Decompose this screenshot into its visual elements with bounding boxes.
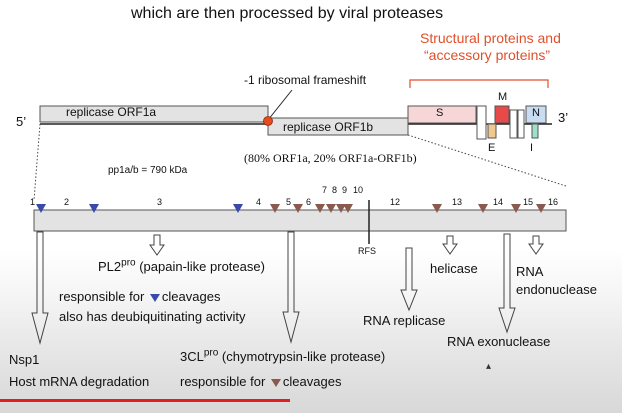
cl-cleavage-marker bbox=[336, 204, 346, 213]
pl2-resp-text: responsible for bbox=[59, 289, 145, 304]
rfs-label: RFS bbox=[358, 246, 376, 256]
mouse-cursor-icon: ▴ bbox=[486, 361, 492, 372]
nsp-number: 3 bbox=[157, 197, 163, 207]
gene-s-label: S bbox=[436, 107, 444, 119]
accessory-box-3 bbox=[517, 109, 525, 139]
nsp-number: 15 bbox=[523, 197, 534, 207]
endonuclease-label-1: RNA bbox=[516, 264, 544, 279]
zoom-line-right bbox=[407, 134, 567, 187]
helicase-label: helicase bbox=[430, 261, 478, 276]
nsp-number: 1 bbox=[30, 197, 36, 207]
pl2-resp-text-2: cleavages bbox=[161, 289, 221, 304]
five-prime-label: 5’ bbox=[16, 114, 27, 129]
nsp-number: 8 bbox=[332, 185, 338, 195]
pl2-name: PL2 bbox=[98, 259, 122, 274]
nsp-number: 9 bbox=[342, 185, 348, 195]
gene-n-box bbox=[525, 105, 547, 124]
frameshift-pointer bbox=[267, 89, 293, 121]
frameshift-dot bbox=[263, 116, 273, 126]
nsp-number: 16 bbox=[548, 197, 559, 207]
endonuclease-label-2: endonuclease bbox=[516, 282, 597, 297]
pl2-label: PL2pro (papain-like protease) bbox=[98, 257, 265, 274]
structural-label-1: Structural proteins and bbox=[420, 30, 561, 46]
endonuclease-arrow bbox=[528, 235, 544, 255]
cl3-responsible: responsible for cleavages bbox=[180, 374, 341, 389]
gene-i-box bbox=[531, 123, 539, 139]
nsp-number: 5 bbox=[286, 197, 292, 207]
cl3-sup: pro bbox=[203, 347, 219, 359]
pl2-desc: (papain-like protease) bbox=[135, 259, 265, 274]
gene-i-label: I bbox=[530, 142, 534, 154]
three-prime-label: 3’ bbox=[558, 110, 569, 125]
exonuclease-arrow bbox=[498, 233, 516, 334]
nsp-number: 14 bbox=[493, 197, 504, 207]
frameshift-label: -1 ribosomal frameshift bbox=[244, 73, 367, 87]
gene-n-label: N bbox=[532, 107, 540, 119]
cl-cleavage-marker bbox=[326, 204, 336, 213]
orf1a-label: replicase ORF1a bbox=[66, 105, 157, 119]
cl-cleavage-marker bbox=[511, 204, 521, 213]
cl3-arrow bbox=[282, 231, 300, 344]
structural-label-2: “accessory proteins” bbox=[424, 47, 551, 63]
pl2-responsible: responsible for cleavages bbox=[59, 289, 220, 304]
helicase-arrow bbox=[442, 235, 458, 255]
cl-cleavage-marker bbox=[432, 204, 442, 213]
pl2-arrow bbox=[149, 234, 165, 256]
pl-cleavage-marker bbox=[89, 204, 99, 213]
gene-s-box bbox=[407, 105, 477, 124]
pl-marker-icon bbox=[149, 293, 160, 302]
nsp1-label: Nsp1 bbox=[9, 352, 40, 367]
gene-m-box bbox=[494, 105, 510, 124]
orf1a-box bbox=[39, 105, 269, 123]
cl3-name: 3CL bbox=[180, 349, 204, 364]
gene-m-label: M bbox=[498, 91, 508, 103]
nsp-number: 10 bbox=[353, 185, 364, 195]
nsp-number: 12 bbox=[390, 197, 401, 207]
progress-bar bbox=[0, 399, 290, 402]
cl-cleavage-marker bbox=[293, 204, 303, 213]
replicase-arrow bbox=[400, 247, 418, 312]
cl3-desc: (chymotrypsin-like protease) bbox=[218, 349, 386, 364]
accessory-box-1 bbox=[476, 105, 487, 140]
pp-size-label: pp1a/b = 790 kDa bbox=[108, 165, 188, 176]
nsp-number: 6 bbox=[306, 197, 312, 207]
cl-marker-icon bbox=[270, 378, 281, 387]
pl-cleavage-marker bbox=[36, 204, 46, 213]
gene-e-label: E bbox=[488, 142, 496, 154]
zoom-line-left bbox=[33, 123, 41, 201]
nsp1-arrow bbox=[31, 231, 49, 345]
slide-title: which are then processed by viral protea… bbox=[131, 5, 444, 22]
rna-exonuclease-label: RNA exonuclease bbox=[447, 334, 551, 349]
cl3-resp-text: responsible for bbox=[180, 374, 266, 389]
cl3-resp-text-2: cleavages bbox=[282, 374, 342, 389]
structural-bracket bbox=[409, 79, 549, 88]
pl2-sup: pro bbox=[121, 257, 136, 269]
cl-cleavage-marker bbox=[478, 204, 488, 213]
cl-cleavage-marker bbox=[536, 204, 546, 213]
cl-cleavage-marker bbox=[343, 204, 353, 213]
nsp-number: 7 bbox=[322, 185, 328, 195]
host-mrna-label: Host mRNA degradation bbox=[9, 374, 150, 389]
rna-replicase-label: RNA replicase bbox=[363, 313, 446, 328]
accessory-box-2 bbox=[509, 109, 518, 139]
cl3-label: 3CLpro (chymotrypsin-like protease) bbox=[180, 347, 386, 364]
orf1b-label: replicase ORF1b bbox=[283, 120, 374, 134]
cl-cleavage-marker bbox=[315, 204, 325, 213]
nsp-number: 2 bbox=[64, 197, 70, 207]
pl-cleavage-marker bbox=[233, 204, 243, 213]
gene-e-box bbox=[487, 123, 497, 139]
ratio-label: (80% ORF1a, 20% ORF1a-ORF1b) bbox=[244, 151, 417, 165]
cl-cleavage-marker bbox=[270, 204, 280, 213]
polyprotein-bar bbox=[33, 209, 567, 232]
nsp-number: 4 bbox=[256, 197, 262, 207]
nsp-number: 13 bbox=[452, 197, 463, 207]
orf1b-box bbox=[267, 117, 409, 136]
pl2-deubiquitinating: also has deubiquitinating activity bbox=[59, 309, 246, 324]
